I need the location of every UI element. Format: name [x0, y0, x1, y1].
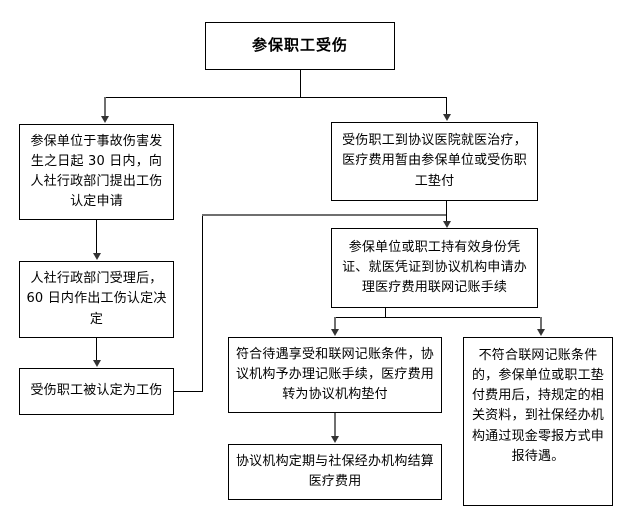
connector-to-qualified-billing [334, 317, 336, 330]
node-apply-network-billing-label: 参保单位或职工持有效身份凭证、就医凭证到协议机构申请办理医疗费用联网记账手续 [342, 239, 527, 296]
node-injury-start-label: 参保职工受伤 [251, 36, 348, 55]
node-settlement-label: 协议机构定期与社保经办机构结算医疗费用 [235, 453, 434, 489]
arrowhead-administrative-decision [93, 253, 101, 260]
arrowhead-report-application [101, 116, 109, 123]
connector-billing-split [334, 317, 541, 318]
node-apply-network-billing: 参保单位或职工持有效身份凭证、就医凭证到协议机构申请办理医疗费用联网记账手续 [331, 228, 538, 308]
connector-recognized-to-billing [202, 214, 447, 216]
arrowhead-hospital-treatment [443, 114, 451, 121]
node-not-qualified-cash-claim-label: 不符合联网记账条件的，参保单位或职工垫付费用后，持规定的相关资料，到社保经办机构… [471, 348, 604, 464]
connector-report-to-decision [96, 220, 97, 254]
connector-qualified-to-settlement [334, 413, 336, 437]
connector-treatment-to-billing [446, 201, 447, 223]
arrowhead-not-qualified-cash-claim [537, 329, 545, 336]
connector-decision-to-recognized [96, 338, 97, 361]
connector-to-not-qualified [540, 317, 542, 330]
connector-recognized-riser [202, 215, 203, 392]
node-administrative-decision-label: 人社行政部门受理后，60 日内作出工伤认定决定 [26, 271, 167, 327]
node-qualified-billing: 符合待遇享受和联网记账条件，协议机构予办理记账手续，医疗费用转为协议机构垫付 [228, 337, 442, 413]
node-report-application: 参保单位于事故伤害发生之日起 30 日内，向人社行政部门提出工伤认定申请 [19, 124, 174, 220]
arrowhead-recognized-as-injury [93, 360, 101, 367]
node-report-application-label: 参保单位于事故伤害发生之日起 30 日内，向人社行政部门提出工伤认定申请 [30, 133, 163, 210]
node-injury-start: 参保职工受伤 [205, 22, 395, 70]
node-qualified-billing-label: 符合待遇享受和联网记账条件，协议机构予办理记账手续，医疗费用转为协议机构垫付 [235, 346, 434, 403]
node-recognized-as-injury-label: 受伤职工被认定为工伤 [30, 383, 163, 399]
node-not-qualified-cash-claim: 不符合联网记账条件的，参保单位或职工垫付费用后，持规定的相关资料，到社保经办机构… [463, 337, 613, 506]
arrowhead-settlement [331, 436, 339, 443]
connector-start-split [105, 97, 447, 98]
connector-to-hospital-treatment [446, 97, 447, 115]
node-recognized-as-injury: 受伤职工被认定为工伤 [19, 368, 174, 415]
node-administrative-decision: 人社行政部门受理后，60 日内作出工伤认定决定 [19, 261, 174, 338]
node-hospital-treatment-label: 受伤职工到协议医院就医治疗，医疗费用暂由参保单位或受伤职工垫付 [342, 133, 527, 189]
arrowhead-apply-network-billing [443, 221, 451, 228]
connector-billing-stem [385, 308, 386, 318]
connector-start-stem [300, 70, 301, 97]
node-settlement: 协议机构定期与社保经办机构结算医疗费用 [228, 444, 442, 500]
arrowhead-qualified-billing [331, 329, 339, 336]
connector-to-report-application [104, 97, 106, 117]
node-hospital-treatment: 受伤职工到协议医院就医治疗，医疗费用暂由参保单位或受伤职工垫付 [331, 122, 538, 201]
connector-recognized-out [174, 391, 203, 392]
